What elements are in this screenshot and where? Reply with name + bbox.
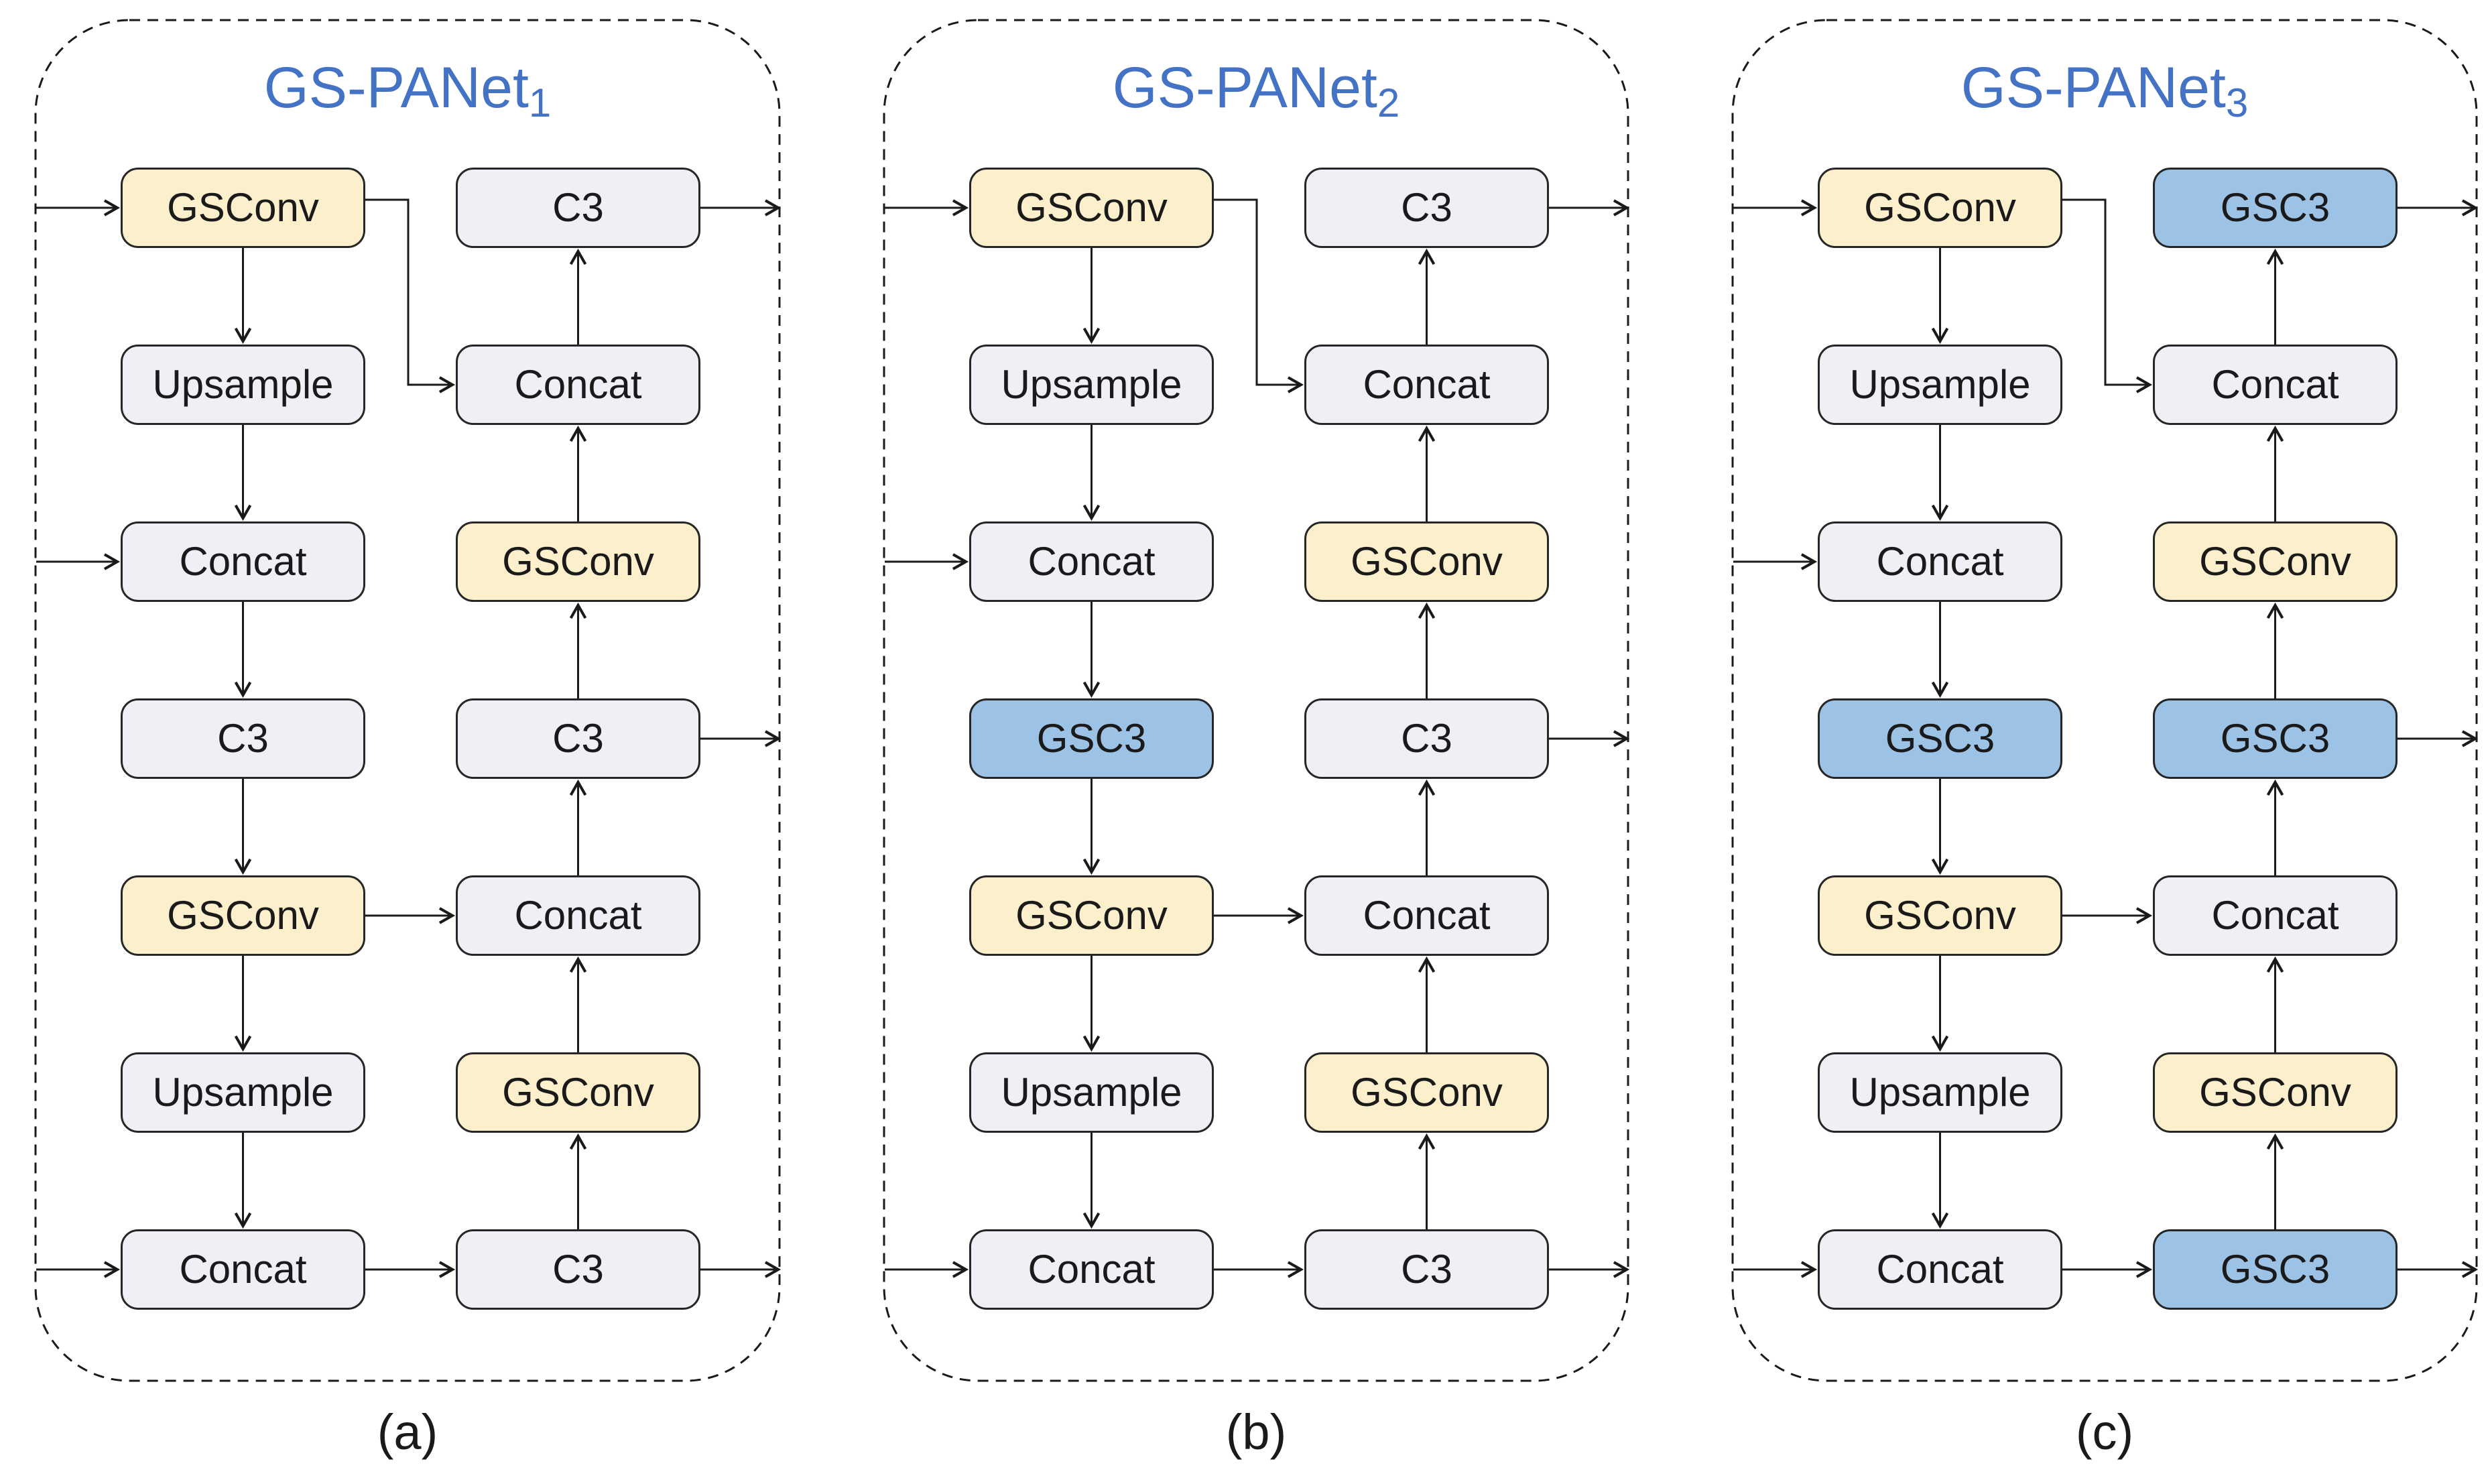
node-a-left-row4-gsconv: GSConv <box>121 875 365 956</box>
elbow-arrow <box>1214 198 1304 393</box>
node-a-right-row4-concat: Concat <box>456 875 700 956</box>
node-a-left-row3-c3: C3 <box>121 698 365 779</box>
node-c-left-row5-upsample: Upsample <box>1818 1052 2062 1133</box>
elbow-arrow <box>365 198 456 393</box>
panel-a-caption: (a) <box>377 1404 438 1460</box>
node-b-right-row4-concat: Concat <box>1304 875 1549 956</box>
node-c-left-row6-concat: Concat <box>1818 1229 2062 1310</box>
panel-a-title: GS-PANet1 <box>36 56 780 123</box>
node-b-right-row2-gsconv: GSConv <box>1304 521 1549 602</box>
node-c-left-row3-gsc3: GSC3 <box>1818 698 2062 779</box>
panel-b-caption: (b) <box>1225 1404 1287 1460</box>
node-a-right-row6-c3: C3 <box>456 1229 700 1310</box>
node-b-right-row1-concat: Concat <box>1304 345 1549 425</box>
panel-b-connectors <box>883 19 1630 1382</box>
node-c-left-row4-gsconv: GSConv <box>1818 875 2062 956</box>
node-a-right-row5-gsconv: GSConv <box>456 1052 700 1133</box>
node-b-left-row3-gsc3: GSC3 <box>969 698 1214 779</box>
node-b-left-row5-upsample: Upsample <box>969 1052 1214 1133</box>
panel-c-caption: (c) <box>2075 1404 2134 1460</box>
panel-title-subscript: 1 <box>528 80 552 125</box>
panel-b-title: GS-PANet2 <box>884 56 1628 123</box>
node-b-left-row6-concat: Concat <box>969 1229 1214 1310</box>
panel-title-text: GS-PANet <box>1960 56 2226 120</box>
panel-title-subscript: 3 <box>2225 80 2249 125</box>
node-c-right-row1-concat: Concat <box>2153 345 2398 425</box>
panel-c-title: GS-PANet3 <box>1733 56 2477 123</box>
node-b-left-row0-gsconv: GSConv <box>969 168 1214 248</box>
node-b-right-row6-c3: C3 <box>1304 1229 1549 1310</box>
node-a-left-row6-concat: Concat <box>121 1229 365 1310</box>
node-c-right-row5-gsconv: GSConv <box>2153 1052 2398 1133</box>
node-b-left-row1-upsample: Upsample <box>969 345 1214 425</box>
panel-title-text: GS-PANet <box>263 56 529 120</box>
node-a-right-row3-c3: C3 <box>456 698 700 779</box>
node-a-left-row0-gsconv: GSConv <box>121 168 365 248</box>
panel-c-connectors <box>1731 19 2479 1382</box>
node-c-right-row4-concat: Concat <box>2153 875 2398 956</box>
node-c-right-row2-gsconv: GSConv <box>2153 521 2398 602</box>
node-c-left-row1-upsample: Upsample <box>1818 345 2062 425</box>
node-a-right-row0-c3: C3 <box>456 168 700 248</box>
node-b-left-row4-gsconv: GSConv <box>969 875 1214 956</box>
panel-b-dashed-border <box>883 19 1629 1382</box>
node-a-left-row2-concat: Concat <box>121 521 365 602</box>
panel-a-dashed-border <box>34 19 781 1382</box>
node-b-left-row2-concat: Concat <box>969 521 1214 602</box>
panel-a-connectors <box>34 19 782 1382</box>
node-a-right-row2-gsconv: GSConv <box>456 521 700 602</box>
node-b-right-row5-gsconv: GSConv <box>1304 1052 1549 1133</box>
panel-title-text: GS-PANet <box>1112 56 1377 120</box>
node-b-right-row0-c3: C3 <box>1304 168 1549 248</box>
node-c-right-row0-gsc3: GSC3 <box>2153 168 2398 248</box>
node-b-right-row3-c3: C3 <box>1304 698 1549 779</box>
node-c-right-row6-gsc3: GSC3 <box>2153 1229 2398 1310</box>
panel-c-dashed-border <box>1731 19 2478 1382</box>
panel-title-subscript: 2 <box>1377 80 1400 125</box>
elbow-arrow <box>2062 198 2153 393</box>
node-c-left-row2-concat: Concat <box>1818 521 2062 602</box>
node-c-left-row0-gsconv: GSConv <box>1818 168 2062 248</box>
node-a-left-row5-upsample: Upsample <box>121 1052 365 1133</box>
node-c-right-row3-gsc3: GSC3 <box>2153 698 2398 779</box>
node-a-left-row1-upsample: Upsample <box>121 345 365 425</box>
node-a-right-row1-concat: Concat <box>456 345 700 425</box>
